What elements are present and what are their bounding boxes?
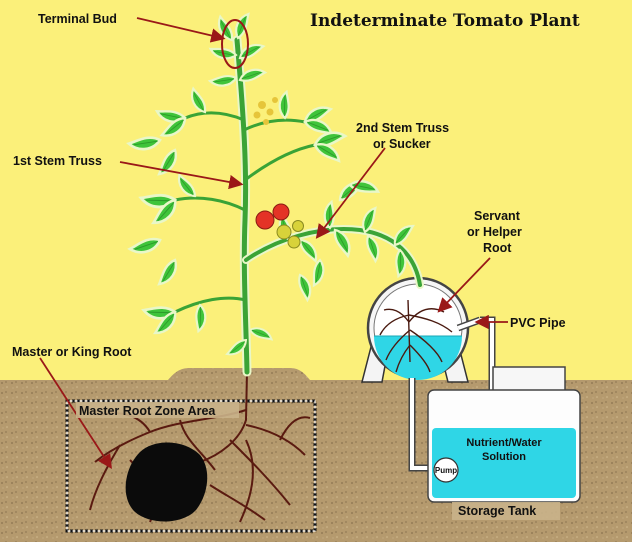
root-ball [125,442,208,522]
label-storage-tank: Storage Tank [458,504,536,518]
tomato-cluster [255,203,304,249]
label-2nd-stem-truss-line2: or Sucker [373,137,431,151]
label-servant-line2: or Helper [467,225,522,239]
flower-cluster [253,97,278,125]
label-servant-line1: Servant [474,209,521,223]
label-master-king-root: Master or King Root [12,345,132,359]
label-servant-line3: Root [483,241,512,255]
plant-stems [173,35,424,377]
label-pump: Pump [435,466,457,475]
terminal-bud-marker [221,19,249,69]
label-nutrient-line2: Solution [482,451,526,463]
diagram-title: Indeterminate Tomato Plant [310,11,580,31]
label-nutrient-line1: Nutrient/Water [466,437,542,449]
label-terminal-bud: Terminal Bud [38,12,117,26]
servant-root-chamber [361,276,470,383]
callout-arrows [39,17,508,470]
label-2nd-stem-truss-line1: 2nd Stem Truss [356,121,449,135]
label-1st-stem-truss: 1st Stem Truss [13,154,102,168]
storage-tank [427,366,581,503]
label-master-root-zone: Master Root Zone Area [79,404,216,418]
servant-roots [379,299,453,373]
label-pvc-pipe: PVC Pipe [510,316,566,330]
